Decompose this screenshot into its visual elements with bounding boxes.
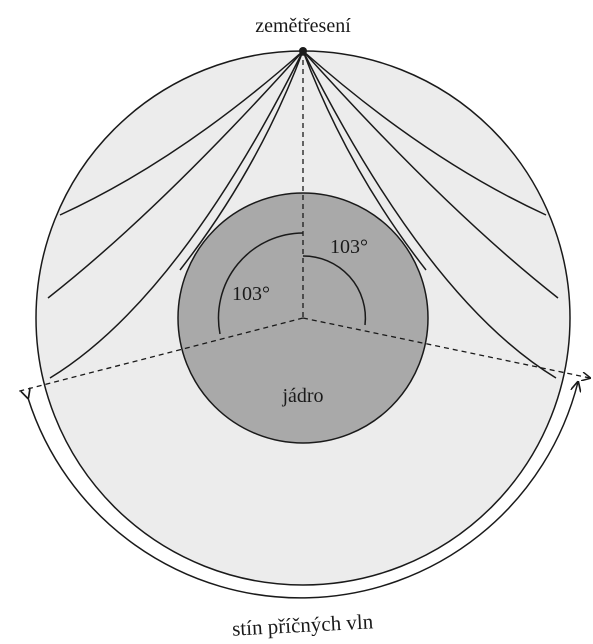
seismic-ray-right-4 <box>302 50 427 271</box>
seismic-ray-left-2 <box>47 50 304 299</box>
epicenter-marker <box>299 47 307 55</box>
shadow-zone-arc <box>28 382 578 599</box>
shadow-boundary-left-dashed <box>15 317 304 393</box>
angle-arc-left <box>217 232 304 335</box>
seismic-ray-right-3 <box>302 50 557 379</box>
seismic-ray-left-4 <box>179 50 304 271</box>
angle-arc-right <box>302 255 367 326</box>
shadow-boundary-right-dashed <box>302 317 590 378</box>
angle-label-right: 103° <box>330 236 368 258</box>
seismic-ray-right-1 <box>302 50 547 216</box>
seismic-ray-right-2 <box>302 50 559 299</box>
seismic-ray-left-3 <box>49 50 304 379</box>
shadow-zone-label: stín příčných vln <box>232 609 375 640</box>
epicenter-label: zemětřesení <box>255 15 351 37</box>
angle-label-left: 103° <box>232 283 270 305</box>
core-label: jádro <box>281 385 323 407</box>
seismic-ray-left-1 <box>59 50 304 216</box>
